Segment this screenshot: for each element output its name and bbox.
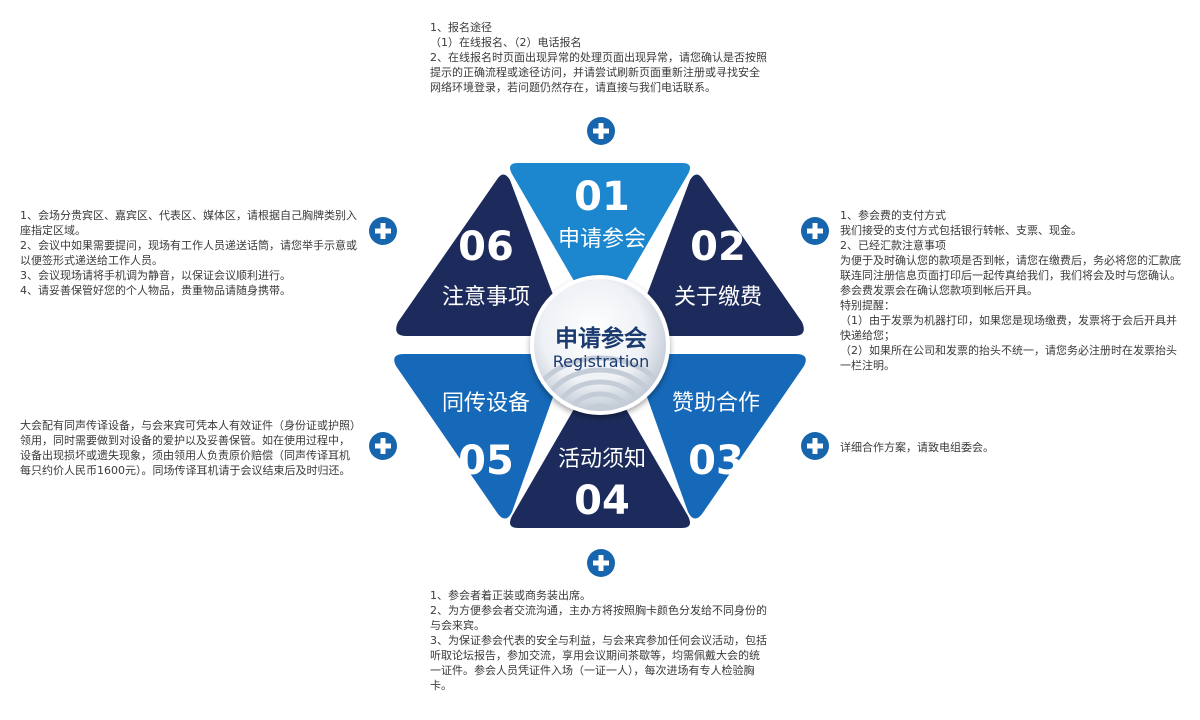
center-ball-rings bbox=[534, 355, 666, 411]
segment-04-number: 04 bbox=[574, 478, 630, 524]
segment-03-number: 03 bbox=[688, 438, 744, 484]
info-text-sponsorship: 详细合作方案，请致电组委会。 bbox=[840, 441, 994, 454]
segment-05-label: 同传设备 bbox=[442, 391, 530, 416]
center-subtitle: Registration bbox=[553, 352, 649, 371]
segment-03[interactable]: 赞助合作 03 bbox=[634, 354, 806, 519]
plus-icon-right-lower[interactable] bbox=[801, 432, 829, 460]
segment-03-label: 赞助合作 bbox=[672, 391, 760, 416]
plus-icon-left-upper[interactable] bbox=[369, 217, 397, 245]
segment-02-label: 关于缴费 bbox=[674, 285, 762, 310]
plus-icon-top[interactable] bbox=[587, 117, 615, 145]
segment-01-label: 申请参会 bbox=[558, 227, 646, 252]
plus-icon-left-lower[interactable] bbox=[369, 432, 397, 460]
center-title: 申请参会 bbox=[555, 325, 647, 352]
segment-05-number: 05 bbox=[458, 438, 514, 484]
segment-03-shape bbox=[634, 354, 806, 519]
segment-06-shape bbox=[396, 174, 566, 336]
info-text-interpretation-equipment: 大会配有同声传译设备，与会来宾可凭本人有效证件（身份证或护照）领用，同时需要做到… bbox=[20, 419, 356, 477]
segment-06-number: 06 bbox=[458, 224, 514, 270]
center-ball: 申请参会 Registration bbox=[530, 275, 670, 415]
segment-06-label: 注意事项 bbox=[442, 285, 530, 310]
plus-icon-bottom[interactable] bbox=[587, 549, 615, 577]
segment-06[interactable]: 06 注意事项 bbox=[396, 174, 566, 336]
segment-05-shape bbox=[394, 354, 566, 519]
segment-04-label: 活动须知 bbox=[558, 447, 646, 472]
segment-05[interactable]: 同传设备 05 bbox=[394, 354, 566, 519]
segment-01[interactable]: 01 申请参会 bbox=[510, 163, 690, 318]
plus-icon-right-upper[interactable] bbox=[801, 217, 829, 245]
info-text-event-notes: 1、参会者着正装或商务装出席。 2、为方便参会者交流沟通，主办方将按照胸卡颜色分… bbox=[430, 589, 767, 692]
segment-02-shape bbox=[634, 174, 804, 336]
info-text-payment: 1、参会费的支付方式 我们接受的支付方式包括银行转帐、支票、现金。 2、已经汇款… bbox=[840, 209, 1181, 372]
segment-01-number: 01 bbox=[574, 174, 630, 220]
segment-04-shape bbox=[510, 372, 690, 528]
segment-01-shape bbox=[510, 163, 690, 318]
segment-02-number: 02 bbox=[690, 224, 746, 270]
info-text-registration-method: 1、报名途径 （1）在线报名、（2）电话报名 2、在线报名时页面出现异常的处理页… bbox=[430, 21, 767, 94]
info-text-notices: 1、会场分贵宾区、嘉宾区、代表区、媒体区，请根据自己胸牌类别入座指定区域。 2、… bbox=[20, 209, 357, 297]
segment-02[interactable]: 02 关于缴费 bbox=[634, 174, 804, 336]
segment-04[interactable]: 活动须知 04 bbox=[510, 372, 690, 528]
